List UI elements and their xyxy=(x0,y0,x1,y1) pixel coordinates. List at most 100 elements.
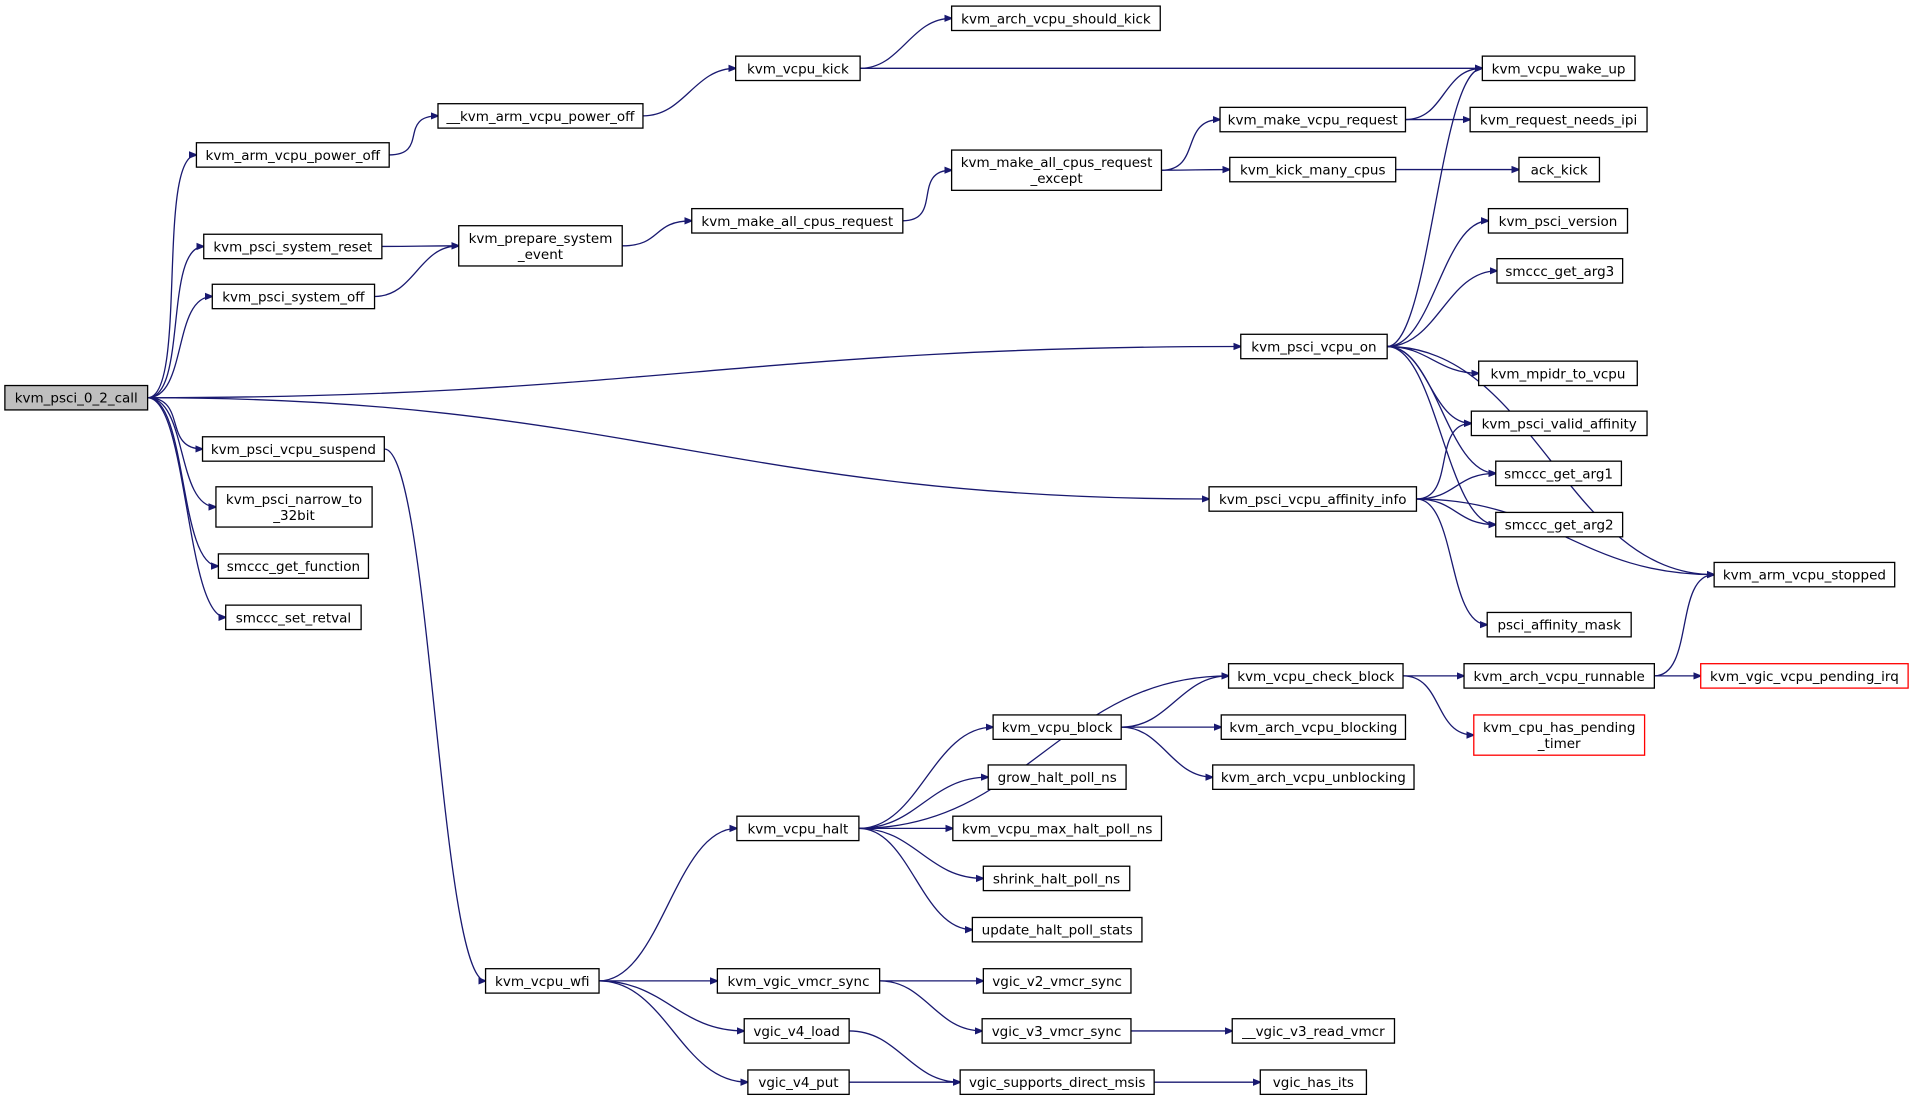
function-node[interactable]: kvm_arch_vcpu_runnable xyxy=(1463,663,1656,689)
function-node-box xyxy=(1700,663,1909,689)
function-node-box xyxy=(1229,156,1397,183)
function-node[interactable]: __kvm_arm_vcpu_power_off xyxy=(437,103,644,129)
function-node[interactable]: smccc_get_function xyxy=(217,553,370,579)
function-node[interactable]: kvm_kick_many_cpus xyxy=(1229,156,1397,183)
function-node[interactable]: kvm_make_all_cpus_request xyxy=(691,207,904,234)
function-node[interactable]: smccc_get_arg1 xyxy=(1495,460,1623,487)
function-node-box xyxy=(458,225,623,267)
function-node-box xyxy=(1470,410,1648,437)
call-edge-n15-n21 xyxy=(1387,345,1496,524)
function-node[interactable]: kvm_arch_vcpu_blocking xyxy=(1220,714,1407,740)
function-node-box xyxy=(1487,207,1629,234)
function-node[interactable]: kvm_arm_vcpu_stopped xyxy=(1713,561,1896,588)
function-node-box xyxy=(437,103,644,129)
function-node-label: kvm_psci_vcpu_on xyxy=(1251,339,1376,355)
function-node-label: smccc_set_retval xyxy=(236,610,351,626)
function-node-label: kvm_psci_version xyxy=(1499,214,1618,230)
function-node[interactable]: kvm_prepare_system_event xyxy=(458,225,623,267)
function-node[interactable]: kvm_arch_vcpu_should_kick xyxy=(950,5,1161,32)
function-node-box xyxy=(971,916,1143,943)
function-node-box xyxy=(736,815,860,842)
call-edge-n32-n22 xyxy=(1654,575,1714,677)
function-node-box xyxy=(217,553,370,579)
function-node-box xyxy=(1496,257,1624,284)
function-node[interactable]: kvm_psci_vcpu_affinity_info xyxy=(1208,486,1418,512)
function-node[interactable]: ack_kick xyxy=(1518,156,1601,183)
function-node[interactable]: kvm_vcpu_kick xyxy=(735,55,861,82)
function-node[interactable]: vgic_v2_vmcr_sync xyxy=(982,968,1132,994)
function-node[interactable]: kvm_arch_vcpu_unblocking xyxy=(1212,764,1415,791)
function-node[interactable]: kvm_psci_valid_affinity xyxy=(1470,410,1648,437)
function-node-box xyxy=(1227,663,1404,689)
nodes-layer: kvm_psci_0_2_call kvm_arm_vcpu_power_off _… xyxy=(4,5,1909,1096)
function-node[interactable]: kvm_vcpu_check_block xyxy=(1227,663,1404,689)
function-node[interactable]: vgic_v4_load xyxy=(743,1018,850,1044)
call-edge-n0-n28 xyxy=(147,397,226,618)
function-node-box xyxy=(747,1069,850,1096)
function-node[interactable]: kvm_vcpu_block xyxy=(992,714,1122,740)
function-node-box xyxy=(982,865,1131,892)
function-node-box xyxy=(691,207,904,234)
function-node-box xyxy=(201,436,385,462)
function-node-box xyxy=(1259,1069,1368,1096)
function-node[interactable]: vgic_supports_direct_msis xyxy=(959,1069,1155,1096)
function-node[interactable]: shrink_halt_poll_ns xyxy=(982,865,1131,892)
function-node[interactable]: smccc_set_retval xyxy=(225,604,362,631)
function-node-label: psci_affinity_mask xyxy=(1497,618,1621,634)
function-node[interactable]: kvm_psci_0_2_call xyxy=(4,384,149,411)
function-node-label: kvm_psci_system_reset xyxy=(213,239,372,255)
call-edge-n46-n47 xyxy=(849,1030,960,1082)
function-node[interactable]: vgic_v4_put xyxy=(747,1069,850,1096)
function-node[interactable]: grow_halt_poll_ns xyxy=(987,764,1127,791)
function-node[interactable]: kvm_vgic_vcpu_pending_irq xyxy=(1700,663,1909,689)
function-node-box xyxy=(1463,663,1656,689)
function-node-label: kvm_arch_vcpu_should_kick xyxy=(961,11,1151,27)
call-edge-n35-n37 xyxy=(1121,726,1213,777)
function-node-label: kvm_vgic_vcpu_pending_irq xyxy=(1710,669,1899,685)
function-node[interactable]: kvm_vcpu_wfi xyxy=(484,968,600,994)
function-node[interactable]: vgic_v3_vmcr_sync xyxy=(981,1018,1132,1044)
function-node[interactable]: kvm_psci_vcpu_on xyxy=(1240,333,1388,360)
function-node[interactable]: kvm_psci_system_off xyxy=(211,283,376,310)
call-edge-n8-n9 xyxy=(902,170,952,222)
function-node[interactable]: kvm_mpidr_to_vcpu xyxy=(1478,360,1638,387)
function-node-label: grow_halt_poll_ns xyxy=(998,770,1117,786)
call-edge-n0-n25 xyxy=(147,397,203,449)
function-node-label: kvm_make_vcpu_request xyxy=(1228,113,1398,129)
function-node-label: kvm_vcpu_max_halt_poll_ns xyxy=(962,821,1152,837)
function-node[interactable]: kvm_cpu_has_pending_timer xyxy=(1473,714,1646,756)
call-edge-n23-n20 xyxy=(1416,473,1495,500)
function-node-box xyxy=(1220,714,1407,740)
function-node[interactable]: kvm_make_all_cpus_request_except xyxy=(950,149,1163,191)
function-node[interactable]: vgic_has_its xyxy=(1259,1069,1368,1096)
function-node[interactable]: kvm_request_needs_ipi xyxy=(1469,106,1648,133)
function-node[interactable]: kvm_psci_narrow_to_32bit xyxy=(215,486,373,528)
function-node[interactable]: update_halt_poll_stats xyxy=(971,916,1143,943)
call-edge-n0-n27 xyxy=(147,397,219,566)
call-edge-n2-n3 xyxy=(642,68,736,117)
function-node-label: _event xyxy=(517,247,563,263)
function-node[interactable]: kvm_vcpu_wake_up xyxy=(1481,55,1636,82)
call-edge-n1-n2 xyxy=(389,116,438,156)
function-node-box xyxy=(1219,106,1407,133)
function-node-box xyxy=(225,604,362,631)
function-node[interactable]: kvm_vgic_vmcr_sync xyxy=(716,968,881,994)
function-node-label: kvm_vcpu_check_block xyxy=(1237,669,1394,685)
function-node-label: _timer xyxy=(1537,736,1581,752)
function-node[interactable]: smccc_get_arg3 xyxy=(1496,257,1624,284)
function-node[interactable]: kvm_psci_system_reset xyxy=(203,233,383,260)
function-node[interactable]: smccc_get_arg2 xyxy=(1495,511,1624,538)
function-node[interactable]: kvm_psci_vcpu_suspend xyxy=(201,436,385,462)
function-node[interactable]: kvm_psci_version xyxy=(1487,207,1629,234)
function-node-label: kvm_cpu_has_pending xyxy=(1483,720,1636,736)
function-node-label: smccc_get_arg3 xyxy=(1505,264,1614,280)
function-node[interactable]: kvm_vcpu_halt xyxy=(736,815,860,842)
function-node[interactable]: kvm_arm_vcpu_power_off xyxy=(195,142,390,168)
function-node[interactable]: kvm_make_vcpu_request xyxy=(1219,106,1407,133)
function-node[interactable]: psci_affinity_mask xyxy=(1486,611,1632,638)
function-node-box xyxy=(1495,511,1624,538)
function-node-label: kvm_vcpu_block xyxy=(1002,720,1113,736)
function-node-box xyxy=(1473,714,1646,756)
function-node[interactable]: __vgic_v3_read_vmcr xyxy=(1231,1018,1396,1044)
function-node[interactable]: kvm_vcpu_max_halt_poll_ns xyxy=(952,815,1163,842)
